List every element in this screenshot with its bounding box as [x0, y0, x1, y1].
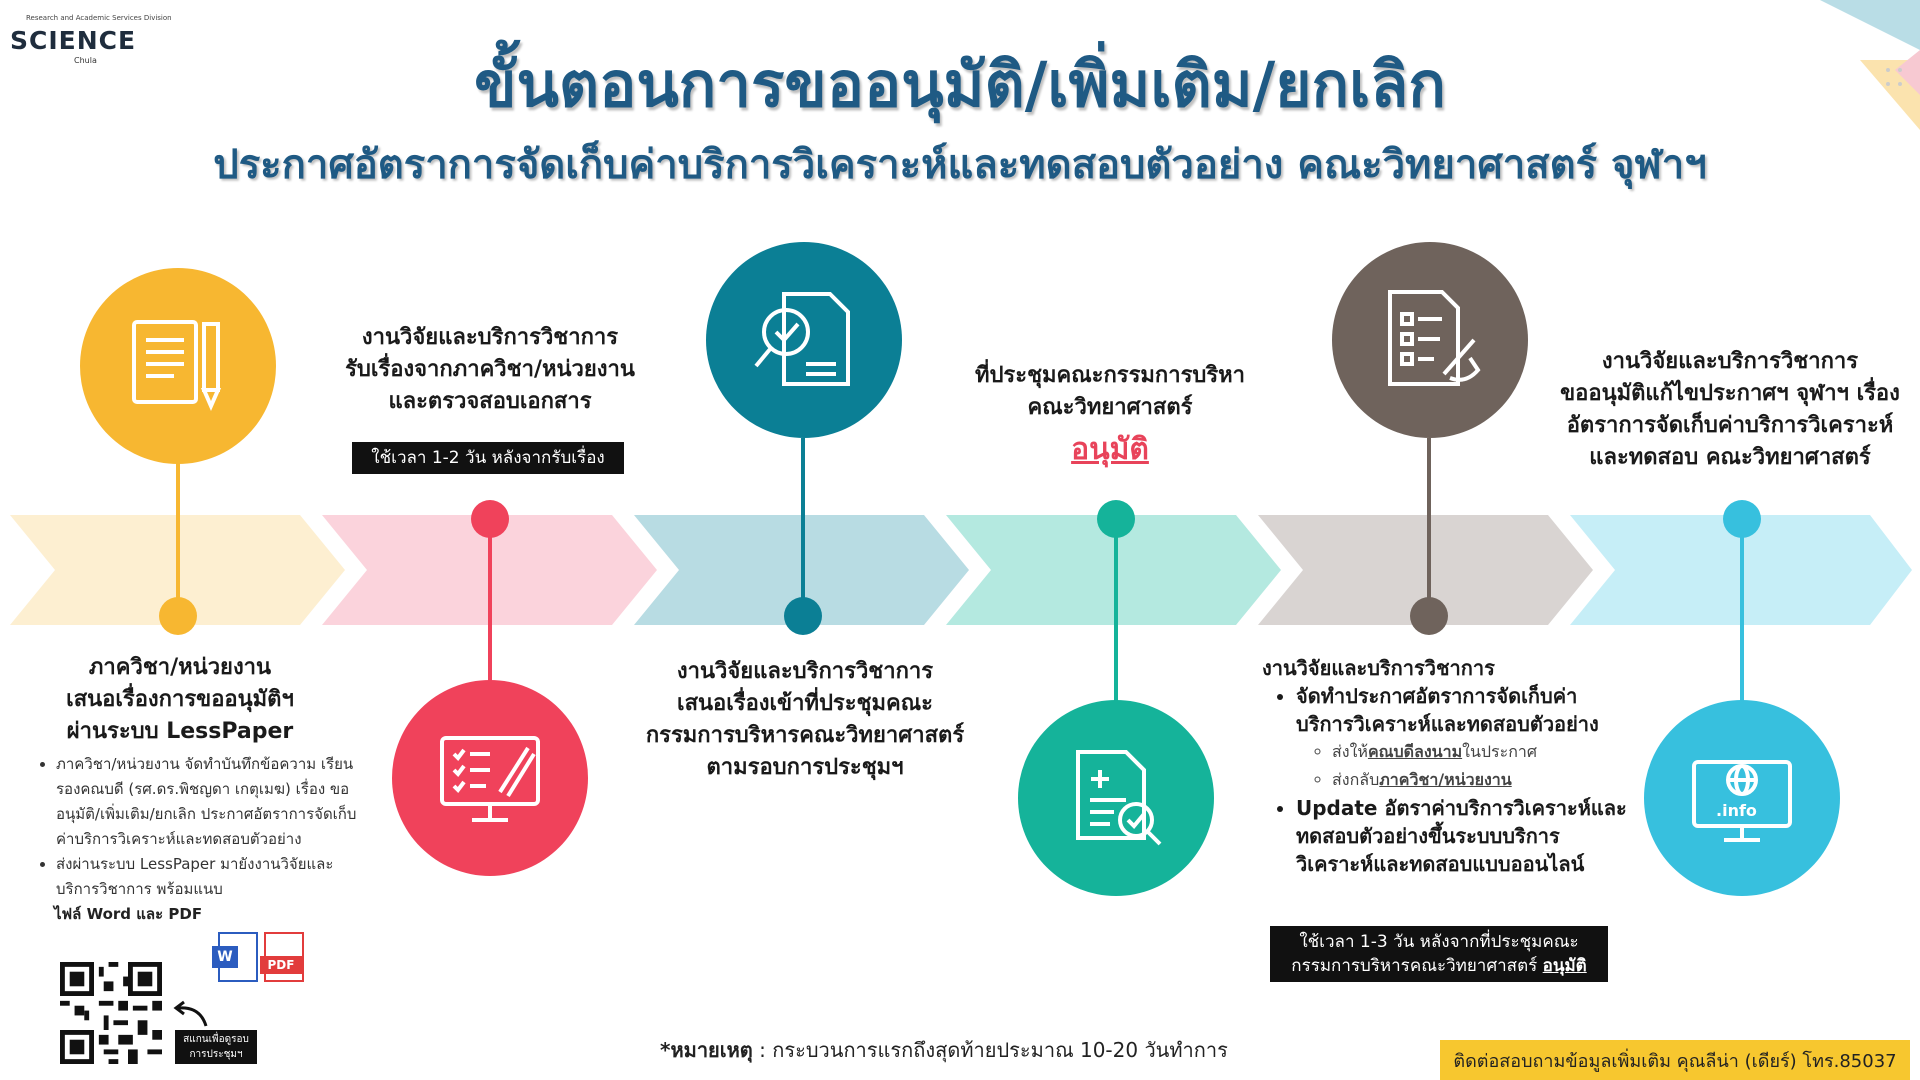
step5-duration-badge: ใช้เวลา 1-3 วัน หลังจากที่ประชุมคณะ กรรม…: [1270, 926, 1608, 982]
step6-line3: อัตราการจัดเก็บค่าบริการวิเคราะห์: [1566, 413, 1894, 438]
step1-dot: [159, 597, 197, 635]
logo-word: SCIENCE: [10, 26, 137, 55]
step5-dot: [1410, 597, 1448, 635]
step1-line3: ผ่านระบบ LessPaper: [66, 719, 294, 744]
step1-bullet1: ภาควิชา/หน่วยงาน จัดทำบันทึกข้อความ เรีย…: [56, 752, 361, 852]
science-chula-logo: Research and Academic Services Division …: [10, 14, 172, 65]
step5-heading: งานวิจัยและบริการวิชาการ: [1262, 656, 1495, 680]
step3-line3: กรรมการบริหารคณะวิทยาศาสตร์: [645, 723, 965, 748]
step1-title: ภาควิชา/หน่วยงาน เสนอเรื่องการขออนุมัติฯ…: [30, 652, 330, 748]
step1-connector: [176, 462, 180, 622]
step5-bullet2: Update อัตราค่าบริการวิเคราะห์และทดสอบตั…: [1296, 794, 1632, 878]
process-arrow-band: [10, 515, 1912, 625]
step3-dot: [784, 597, 822, 635]
step4-line1: ที่ประชุมคณะกรรมการบริหา: [974, 363, 1246, 388]
step2-duration-badge: ใช้เวลา 1-2 วัน หลังจากรับเรื่อง: [352, 442, 624, 474]
step6-line4: และทดสอบ คณะวิทยาศาสตร์: [1589, 445, 1871, 470]
checklist-monitor-icon: [440, 736, 540, 822]
step2-line3: และตรวจสอบเอกสาร: [388, 389, 592, 414]
document-check-icon: [1076, 750, 1162, 846]
scan-note: สแกนเพื่อดูรอบการประชุมฯ: [175, 1030, 257, 1064]
step4-line2: คณะวิทยาศาสตร์: [1027, 395, 1193, 420]
step3-title: งานวิจัยและบริการวิชาการ เสนอเรื่องเข้าท…: [620, 656, 990, 784]
step2-connector: [488, 530, 492, 690]
step5-connector: [1427, 438, 1431, 618]
approve-label: อนุมัติ: [1071, 432, 1149, 467]
step1-bullet2: ส่งผ่านระบบ LessPaper มายังงานวิจัยและบร…: [56, 852, 361, 902]
step3-line2: เสนอเรื่องเข้าที่ประชุมคณะ: [677, 691, 933, 716]
step3-connector: [801, 438, 805, 618]
step4-title: ที่ประชุมคณะกรรมการบริหา คณะวิทยาศาสตร์ …: [950, 360, 1270, 469]
step1-details: ภาควิชา/หน่วยงาน จัดทำบันทึกข้อความ เรีย…: [36, 752, 361, 927]
svg-text:.info: .info: [1716, 801, 1757, 820]
pdf-file-icon: PDF: [260, 932, 304, 982]
pdf-label: PDF: [260, 956, 302, 974]
logo-tagline: Research and Academic Services Division: [26, 14, 172, 22]
qr-code[interactable]: [60, 962, 162, 1064]
step6-connector: [1740, 530, 1744, 720]
step6-icon-circle: .info: [1644, 700, 1840, 896]
info-website-icon: .info: [1692, 760, 1792, 842]
step2-title: งานวิจัยและบริการวิชาการ รับเรื่องจากภาค…: [320, 322, 660, 418]
step5-sub-a: ส่งให้คณบดีลงนามในประกาศ: [1332, 738, 1632, 766]
step1-files: ไฟล์ Word และ PDF: [54, 905, 203, 923]
document-magnifier-icon: [754, 292, 850, 386]
footer-note: *หมายเหตุ : กระบวนการแรกถึงสุดท้ายประมาณ…: [660, 1038, 1228, 1062]
logo-sub: Chula: [74, 56, 97, 65]
step6-line2: ขออนุมัติแก้ไขประกาศฯ จุฬาฯ เรื่อง: [1560, 381, 1900, 406]
step4-connector: [1114, 530, 1118, 720]
curved-arrow-icon: [173, 1000, 208, 1027]
step6-line1: งานวิจัยและบริการวิชาการ: [1601, 349, 1859, 374]
step5-icon-circle: [1332, 242, 1528, 438]
word-file-icon: W: [212, 932, 258, 982]
step6-title: งานวิจัยและบริการวิชาการ ขออนุมัติแก้ไขป…: [1540, 346, 1920, 474]
step1-line1: ภาควิชา/หน่วยงาน: [88, 655, 272, 680]
document-pencil-icon: [132, 320, 222, 411]
page-title: ขั้นตอนการขออนุมัติ/เพิ่มเติม/ยกเลิก: [474, 48, 1446, 121]
step3-line1: งานวิจัยและบริการวิชาการ: [676, 659, 934, 684]
step1-line2: เสนอเรื่องการขออนุมัติฯ: [66, 687, 294, 712]
step5-bullet1: จัดทำประกาศอัตราการจัดเก็บค่าบริการวิเคร…: [1296, 684, 1599, 736]
form-signing-icon: [1388, 290, 1481, 386]
corner-decoration: [1820, 0, 1920, 130]
step5-sub-b: ส่งกลับภาควิชา/หน่วยงาน: [1332, 766, 1632, 794]
step2-line2: รับเรื่องจากภาควิชา/หน่วยงาน: [345, 357, 635, 382]
step4-icon-circle: [1018, 700, 1214, 896]
page-subtitle: ประกาศอัตราการจัดเก็บค่าบริการวิเคราะห์แ…: [213, 142, 1707, 188]
contact-banner: ติดต่อสอบถามข้อมูลเพิ่มเติม คุณลีน่า (เด…: [1440, 1040, 1910, 1080]
step3-line4: ตามรอบการประชุมฯ: [706, 755, 904, 780]
step2-line1: งานวิจัยและบริการวิชาการ: [361, 325, 619, 350]
step5-details: งานวิจัยและบริการวิชาการ จัดทำประกาศอัตร…: [1262, 654, 1632, 878]
step2-icon-circle: [392, 680, 588, 876]
step3-icon-circle: [706, 242, 902, 438]
step1-icon-circle: [80, 268, 276, 464]
word-label: W: [212, 946, 238, 968]
